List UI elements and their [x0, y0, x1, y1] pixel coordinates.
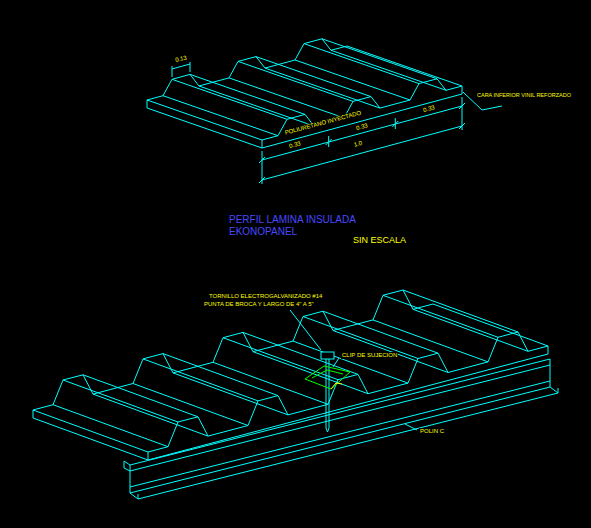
leader-line: [405, 424, 417, 430]
note: CARA INFERIOR VINIL REFORZADO: [476, 92, 572, 98]
purlin-c: [130, 359, 550, 493]
clip-detail: [331, 383, 342, 389]
purlin-c-flanges: [124, 365, 558, 499]
dimension: 0.33: [422, 104, 437, 114]
screw-head: [321, 352, 334, 359]
drawing-title: PERFIL LAMINA INSULADA: [228, 214, 357, 225]
leader-line: [290, 310, 321, 350]
dimension: 0.33: [355, 122, 370, 132]
fastening-clip: [305, 366, 350, 389]
scale-note: SIN ESCALA: [352, 236, 407, 246]
part-label: TORNILLO ELECTROGALVANIZADO #14: [208, 293, 323, 300]
dimension: 0.33: [288, 140, 303, 150]
dimension: 0.13: [174, 54, 189, 63]
part-label: CLIP DE SUJECION: [341, 352, 398, 359]
drawing-title: EKONOPANEL: [228, 226, 298, 237]
part-label: PUNTA DE BROCA Y LARGO DE 4" A 5": [203, 301, 315, 308]
dimension: 1.0: [352, 139, 364, 148]
material-label: POLIURETANO INYECTADO: [283, 109, 363, 136]
leader-line: [333, 358, 339, 367]
dimension-rib-width: [172, 62, 190, 77]
part-label: POLIN C: [419, 428, 445, 435]
dimension-lines: [259, 97, 465, 184]
